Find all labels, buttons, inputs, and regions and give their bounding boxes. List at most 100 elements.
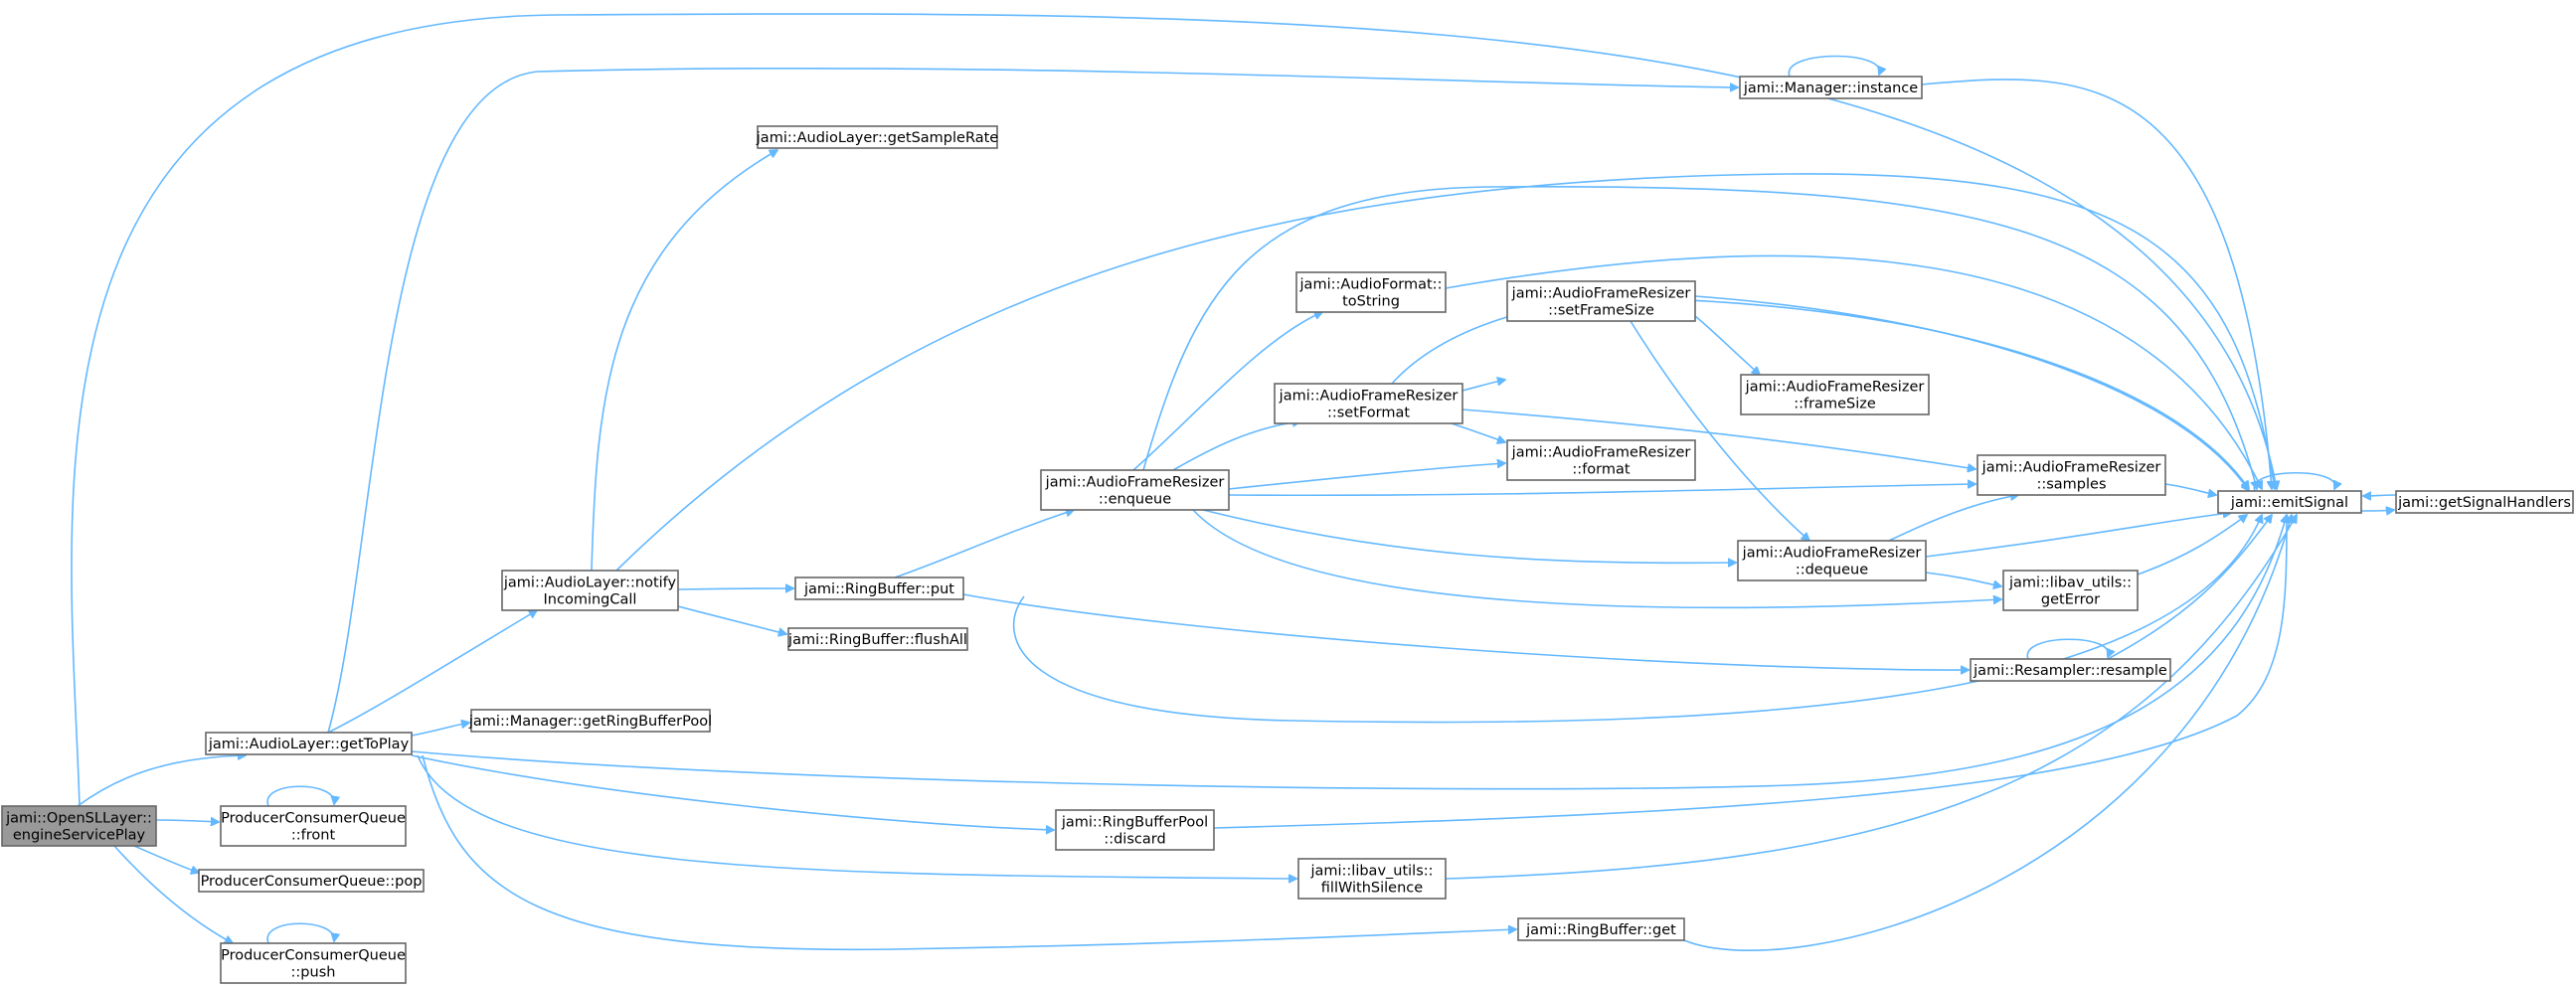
edge-engineServicePlay-to-push xyxy=(113,845,233,943)
node-label: ::dequeue xyxy=(1796,563,1868,578)
node-label: jami::getSignalHandlers xyxy=(2397,495,2571,511)
edge-ringBufferGet-to-emitSignal xyxy=(1683,515,2292,951)
edge-setFrameSize-to-dequeue xyxy=(1630,320,1809,541)
edge-notifyIncomingCall-to-flushAll xyxy=(677,605,786,634)
node-label: ::front xyxy=(291,828,336,844)
node-box xyxy=(1976,454,2166,496)
node-dequeue[interactable]: jami::AudioFrameResizer::dequeue xyxy=(1737,540,1927,581)
node-toString[interactable]: jami::AudioFormat::toString xyxy=(1295,271,1447,313)
node-resample[interactable]: jami::Resampler::resample xyxy=(1970,658,2171,682)
node-label: jami::libav_utils:: xyxy=(2008,576,2132,591)
edge-managerInstance-to-managerInstance xyxy=(1788,55,1879,78)
node-getRingBufferPool[interactable]: jami::Manager::getRingBufferPool xyxy=(468,709,712,733)
node-fillWithSilence[interactable]: jami::libav_utils::fillWithSilence xyxy=(1297,858,1447,900)
edge-setFormat-to-setFrameSize xyxy=(1461,380,1505,392)
node-label: ::push xyxy=(291,965,336,981)
node-label: jami::AudioFrameResizer xyxy=(1742,546,1922,562)
edge-setFormat-to-emitSignal xyxy=(1391,297,2249,489)
edge-dequeue-to-emitSignal xyxy=(1925,513,2231,558)
node-flushAll[interactable]: jami::RingBuffer::flushAll xyxy=(787,627,968,651)
edge-ringBufferPut-to-resample xyxy=(962,593,1969,670)
edge-emitSignal-to-emitSignal xyxy=(2253,471,2334,492)
node-ringBufferPut[interactable]: jami::RingBuffer::put xyxy=(794,576,964,600)
edge-push-to-push xyxy=(266,922,334,944)
node-pop[interactable]: ProducerConsumerQueue::pop xyxy=(198,869,425,893)
node-box xyxy=(794,576,964,600)
node-label: jami::AudioFrameResizer xyxy=(1045,475,1225,491)
edge-getSignalHandlers-to-emitSignal xyxy=(2363,495,2397,496)
edge-emitSignal-to-getSignalHandlers xyxy=(2360,510,2394,511)
node-label: jami::RingBuffer::flushAll xyxy=(787,632,967,648)
edge-setFrameSize-to-frameSize xyxy=(1694,315,1760,375)
node-box xyxy=(1055,809,1215,851)
node-box xyxy=(1517,917,1685,941)
edge-getToPlay-to-emitSignal xyxy=(411,515,2287,790)
edge-getError-to-emitSignal xyxy=(2137,515,2247,576)
node-box xyxy=(1506,439,1696,481)
node-label: ProducerConsumerQueue::pop xyxy=(201,874,423,890)
node-label: jami::AudioFrameResizer xyxy=(1511,286,1691,302)
node-box xyxy=(2217,490,2362,514)
node-box xyxy=(220,942,407,984)
node-label: jami::AudioFrameResizer xyxy=(1511,445,1691,461)
node-push[interactable]: ProducerConsumerQueue::push xyxy=(220,942,407,984)
node-enqueue[interactable]: jami::AudioFrameResizer::enqueue xyxy=(1040,469,1230,511)
node-label: ProducerConsumerQueue xyxy=(221,811,406,827)
node-label: IncomingCall xyxy=(544,592,637,608)
node-label: ::setFormat xyxy=(1327,406,1410,421)
node-box xyxy=(2395,490,2574,514)
node-label: jami::emitSignal xyxy=(2230,495,2348,511)
node-ringBufferGet[interactable]: jami::RingBuffer::get xyxy=(1517,917,1685,941)
edge-getToPlay-to-discard xyxy=(411,754,1054,830)
node-box xyxy=(1739,76,1923,99)
edge-samples-to-emitSignal xyxy=(2164,483,2216,495)
node-setFrameSize[interactable]: jami::AudioFrameResizer::setFrameSize xyxy=(1506,280,1696,322)
edge-notifyIncomingCall-to-ringBufferPut xyxy=(677,588,793,589)
node-getError[interactable]: jami::libav_utils::getError xyxy=(2002,570,2139,611)
node-label: jami::AudioLayer::notify xyxy=(503,576,677,591)
node-label: ::setFrameSize xyxy=(1548,303,1654,319)
node-getSignalHandlers[interactable]: jami::getSignalHandlers xyxy=(2395,490,2574,514)
node-samples[interactable]: jami::AudioFrameResizer::samples xyxy=(1976,454,2166,496)
node-format[interactable]: jami::AudioFrameResizer::format xyxy=(1506,439,1696,481)
node-box xyxy=(757,125,998,149)
node-engineServicePlay[interactable]: jami::OpenSLLayer::engineServicePlay xyxy=(1,805,157,847)
node-setFormat[interactable]: jami::AudioFrameResizer::setFormat xyxy=(1274,383,1463,424)
node-label: ProducerConsumerQueue xyxy=(221,948,406,964)
node-box xyxy=(1297,858,1447,900)
node-label: jami::RingBuffer::get xyxy=(1525,922,1676,938)
node-box xyxy=(205,732,413,755)
node-box xyxy=(1970,658,2171,682)
node-label: ::enqueue xyxy=(1099,492,1171,508)
node-managerInstance[interactable]: jami::Manager::instance xyxy=(1739,76,1923,99)
edge-enqueue-to-dequeue xyxy=(1202,509,1736,563)
edge-dequeue-to-samples xyxy=(1888,495,2018,542)
node-label: ::discard xyxy=(1104,832,1165,848)
node-label: getError xyxy=(2041,592,2100,608)
node-emitSignal[interactable]: jami::emitSignal xyxy=(2217,490,2362,514)
node-box xyxy=(1737,540,1927,581)
node-label: jami::Manager::getRingBufferPool xyxy=(468,714,712,730)
edge-engineServicePlay-to-front xyxy=(155,820,219,822)
edges-layer xyxy=(71,13,2397,951)
node-label: jami::Resampler::resample xyxy=(1973,663,2167,679)
node-box xyxy=(501,570,679,611)
node-label: jami::libav_utils:: xyxy=(1309,864,1433,880)
node-label: jami::Manager::instance xyxy=(1743,81,1918,96)
node-frameSize[interactable]: jami::AudioFrameResizer::frameSize xyxy=(1740,374,1930,415)
edge-toString-to-emitSignal xyxy=(1445,254,2262,489)
node-box xyxy=(1040,469,1230,511)
edge-dequeue-to-getError xyxy=(1925,572,2001,586)
node-discard[interactable]: jami::RingBufferPool::discard xyxy=(1055,809,1215,851)
node-label: ::frameSize xyxy=(1794,397,1876,412)
node-getToPlay[interactable]: jami::AudioLayer::getToPlay xyxy=(205,732,413,755)
node-getSampleRate[interactable]: jami::AudioLayer::getSampleRate xyxy=(756,125,998,149)
node-front[interactable]: ProducerConsumerQueue::front xyxy=(220,805,407,847)
node-box xyxy=(1,805,157,847)
edge-notifyIncomingCall-to-getSampleRate xyxy=(591,150,777,572)
node-label: toString xyxy=(1342,294,1400,310)
edge-ringBufferPut-to-enqueue xyxy=(894,510,1074,578)
edge-getToPlay-to-getRingBufferPool xyxy=(411,723,469,737)
node-label: jami::AudioFrameResizer xyxy=(1981,460,2161,476)
